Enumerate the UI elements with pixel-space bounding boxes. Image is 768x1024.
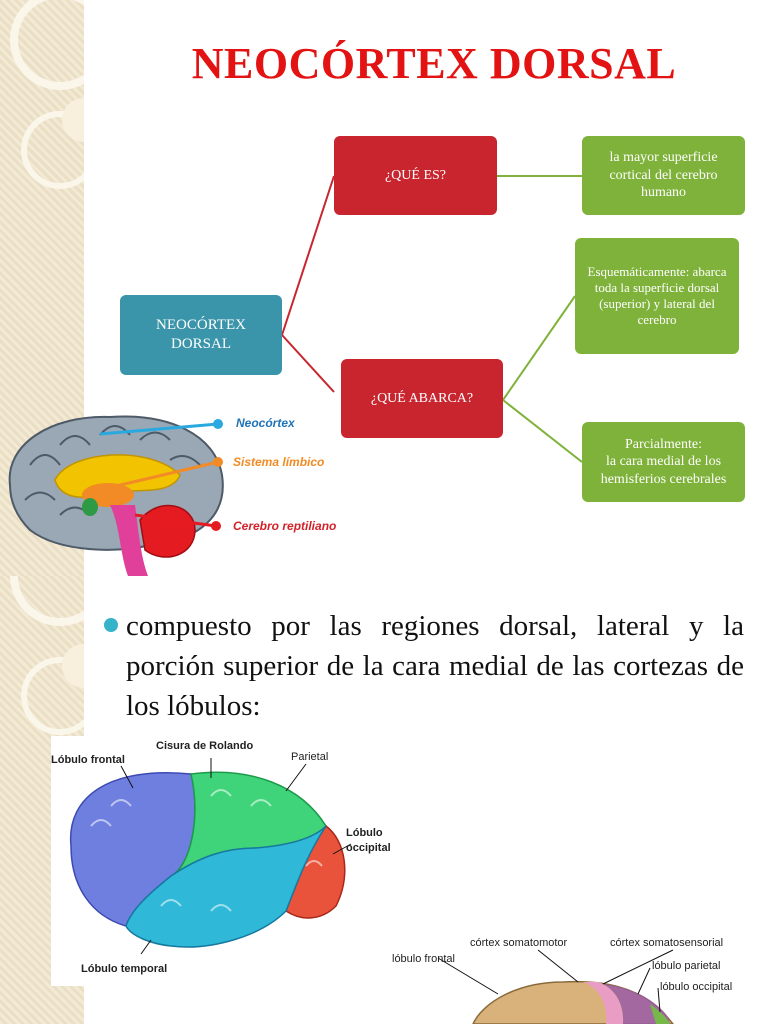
slide-lobulos: compuesto por las regiones dorsal, later… bbox=[0, 576, 768, 1024]
label-cisura-rolando: Cisura de Rolando bbox=[156, 740, 253, 752]
decorative-circles-icon bbox=[10, 576, 84, 735]
page-title: NEOCÓRTEX DORSAL bbox=[191, 39, 677, 88]
slide-neocortex-dorsal: NEOCÓRTEX DORSAL NEOCÓRTEX DORSAL ¿QUÉ E… bbox=[0, 0, 745, 576]
label-parietal: Parietal bbox=[291, 751, 328, 763]
brainstem-shape bbox=[110, 505, 148, 576]
label-cortex-lobulo-frontal: lóbulo frontal bbox=[392, 953, 455, 965]
que-abarca-box: ¿QUÉ ABARCA? bbox=[341, 359, 503, 438]
triune-brain-figure: Neocórtex Sistema límbico Cerebro reptil… bbox=[8, 415, 336, 576]
label-lobulo-temporal: Lóbulo temporal bbox=[81, 963, 167, 975]
label-sistema-limbico: Sistema límbico bbox=[233, 455, 324, 469]
cerebellum-shape bbox=[139, 504, 196, 558]
label-neocortex: Neocórtex bbox=[236, 416, 296, 430]
parcialmente-box: Parcialmente: la cara medial de los hemi… bbox=[582, 422, 745, 502]
bullet-icon bbox=[104, 618, 118, 632]
label-lobulo-occipital-2: occipital bbox=[346, 842, 391, 854]
mindmap-connectors bbox=[281, 175, 583, 463]
parcialmente-text: la cara medial de los hemisferios cerebr… bbox=[600, 454, 727, 487]
esquematicamente-box: Esquemáticamente: abarca toda la superfi… bbox=[575, 238, 739, 354]
label-cortex-lobulo-occipital: lóbulo occipital bbox=[660, 981, 732, 993]
label-cortex-somatomotor: córtex somatomotor bbox=[470, 937, 568, 949]
label-cerebro-reptiliano: Cerebro reptiliano bbox=[233, 519, 336, 533]
label-cortex-lobulo-parietal: lóbulo parietal bbox=[652, 960, 721, 972]
brain-lobes-figure: Lóbulo frontal Cisura de Rolando Parieta… bbox=[51, 736, 400, 986]
cortex-areas-figure: córtex somatomotor córtex somatosensoria… bbox=[392, 937, 732, 1024]
limbic-shape bbox=[54, 454, 181, 498]
root-box: NEOCÓRTEX DORSAL bbox=[120, 295, 282, 375]
parcialmente-heading: Parcialmente: bbox=[625, 436, 702, 452]
label-cortex-somatosensorial: córtex somatosensorial bbox=[610, 937, 723, 949]
label-lobulo-occipital-1: Lóbulo bbox=[346, 827, 383, 839]
bullet-text: compuesto por las regiones dorsal, later… bbox=[126, 610, 744, 722]
decorative-strip bbox=[0, 576, 84, 1024]
definition-box: la mayor superficie cortical del cerebro… bbox=[582, 136, 745, 215]
temporal-lobe-shape bbox=[125, 825, 327, 948]
decorative-circles-icon bbox=[10, 0, 84, 189]
label-lobulo-frontal: Lóbulo frontal bbox=[51, 754, 125, 766]
que-es-box: ¿QUÉ ES? bbox=[334, 136, 497, 215]
